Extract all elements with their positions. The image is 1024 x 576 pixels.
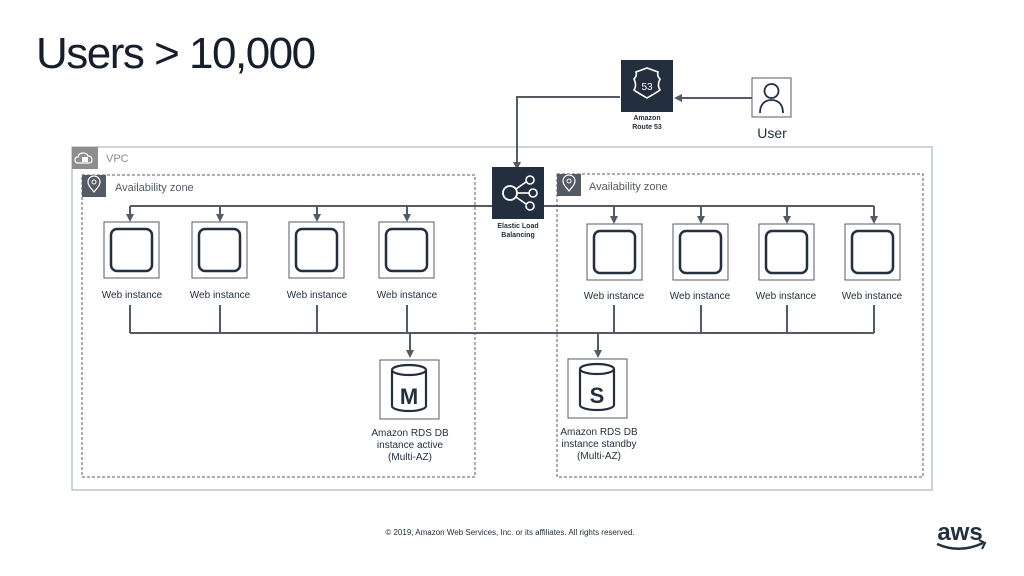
rds-active-caption: Amazon RDS DB instance active (Multi-AZ) — [371, 428, 449, 463]
database-icon: M — [379, 359, 440, 420]
left-az-boundary — [81, 174, 476, 478]
svg-text:M: M — [400, 384, 418, 409]
instance-icon — [191, 221, 248, 279]
route53-caption: Amazon Route 53 — [632, 115, 662, 131]
elb-icon — [492, 167, 544, 219]
vpc-label: VPC — [106, 153, 129, 165]
copyright-footer: © 2019, Amazon Web Services, Inc. or its… — [385, 528, 635, 537]
rds-standby-caption: Amazon RDS DB instance standby (Multi-AZ… — [560, 427, 638, 462]
web-instance-label: Web instance — [376, 290, 438, 301]
left-az-label: Availability zone — [115, 182, 194, 194]
web-instance-label: Web instance — [841, 291, 903, 302]
instance-icon — [378, 221, 435, 279]
elb-caption: Elastic Load Balancing — [497, 223, 539, 239]
instance-db-lines — [129, 305, 875, 358]
route53-to-elb-arrow — [513, 96, 620, 170]
svg-text:53: 53 — [641, 82, 653, 93]
elb-distribution-lines — [126, 205, 878, 224]
instance-icon — [844, 223, 901, 281]
web-instance-label: Web instance — [583, 291, 645, 302]
right-az-label: Availability zone — [589, 181, 668, 193]
vpc-boundary — [71, 146, 933, 491]
web-instance-label: Web instance — [189, 290, 251, 301]
instance-icon — [758, 223, 815, 281]
web-instance-label: Web instance — [755, 291, 817, 302]
instance-icon — [586, 223, 643, 281]
slide-title: Users > 10,000 — [36, 29, 316, 78]
svg-text:aws: aws — [937, 519, 982, 546]
svg-text:S: S — [590, 383, 605, 408]
location-pin-icon — [82, 175, 106, 197]
database-icon: S — [567, 358, 628, 419]
route53-icon: 53 — [621, 60, 673, 112]
location-pin-icon — [557, 174, 581, 196]
aws-logo: aws — [936, 519, 987, 550]
right-az-boundary — [556, 173, 924, 478]
web-instance-label: Web instance — [669, 291, 731, 302]
web-instance-label: Web instance — [101, 290, 163, 301]
instance-icon — [288, 221, 345, 279]
user-icon — [751, 77, 792, 118]
web-instance-label: Web instance — [286, 290, 348, 301]
user-label: User — [757, 125, 787, 141]
cloud-lock-icon — [72, 147, 98, 169]
instance-icon — [672, 223, 729, 281]
instance-icon — [103, 221, 160, 279]
